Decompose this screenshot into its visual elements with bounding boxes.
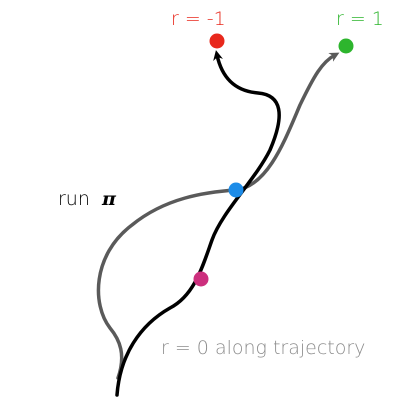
red-terminal-point: [209, 33, 225, 49]
red-reward-label: r = -1: [171, 8, 226, 30]
black-trajectory-path: [115, 50, 281, 397]
magenta-point: [193, 271, 209, 287]
blue-intersection-point: [228, 182, 244, 198]
green-terminal-point: [338, 38, 354, 54]
policy-label: run π: [58, 188, 117, 210]
gray-trajectory-path: [96, 52, 340, 380]
policy-prefix: run: [58, 188, 90, 210]
along-trajectory-label: r = 0 along trajectory: [161, 337, 365, 359]
policy-symbol: π: [101, 188, 117, 210]
green-reward-label: r = 1: [336, 8, 384, 30]
